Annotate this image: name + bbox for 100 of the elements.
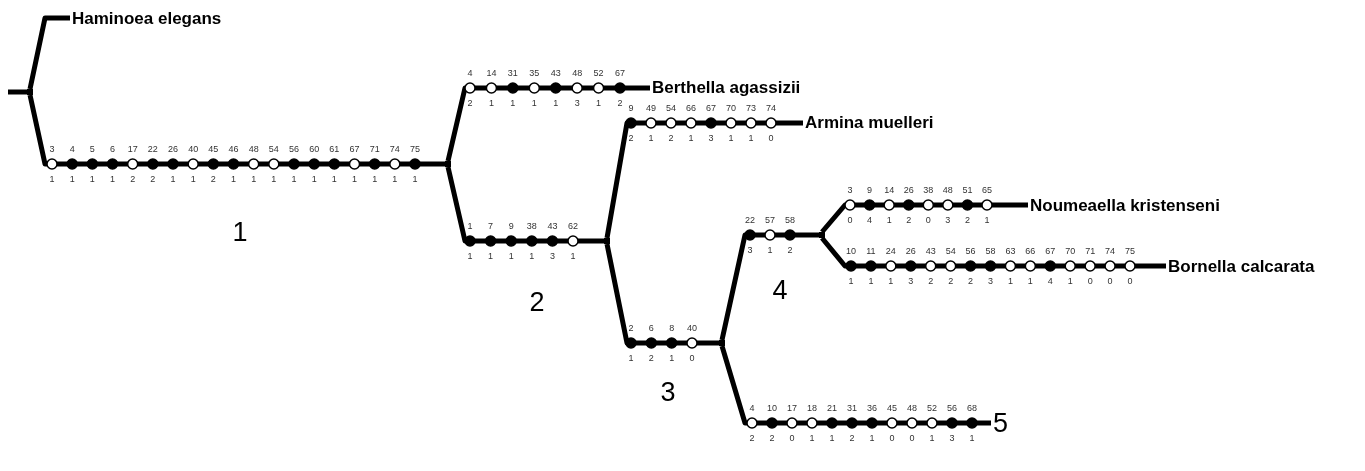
character-state: 1: [984, 215, 990, 225]
taxon-name: Armina muelleri: [805, 113, 934, 131]
character-state: 2: [668, 133, 674, 143]
character-number: 14: [486, 68, 497, 78]
character-state: 3: [747, 245, 753, 255]
character-number: 10: [767, 403, 777, 413]
clade-number: 2: [529, 288, 545, 316]
character-number: 62: [568, 221, 578, 231]
character-state: 1: [969, 433, 975, 443]
character-number: 54: [945, 246, 956, 256]
character-state: 3: [945, 215, 951, 225]
taxon-name: Haminoea elegans: [72, 9, 222, 27]
character-state: 1: [311, 174, 317, 184]
character-number: 2: [628, 323, 634, 333]
character-number: 54: [268, 144, 279, 154]
character-state: 0: [689, 353, 695, 363]
character-state: 1: [89, 174, 95, 184]
branch-junction: [819, 232, 825, 238]
character-state: 1: [531, 98, 537, 108]
clade-number: 1: [232, 218, 248, 246]
character-number: 43: [925, 246, 936, 256]
character-number: 18: [807, 403, 817, 413]
character-state: 1: [49, 174, 55, 184]
character-number: 67: [349, 144, 360, 154]
character-state: 2: [628, 133, 634, 143]
tree-branch: [719, 345, 991, 426]
taxon-name: Noumeaella kristenseni: [1030, 196, 1220, 214]
character-number: 24: [885, 246, 896, 256]
character-number: 26: [905, 246, 916, 256]
character-number: 22: [745, 215, 755, 225]
character-state: 3: [988, 276, 993, 286]
character-number: 48: [572, 68, 583, 78]
character-number: 8: [669, 323, 675, 333]
character-state: 0: [1087, 276, 1093, 286]
character-number: 52: [593, 68, 604, 78]
character-state: 1: [888, 276, 894, 286]
character-number: 68: [967, 403, 977, 413]
character-number: 43: [550, 68, 561, 78]
character-number: 26: [903, 185, 914, 195]
character-number: 56: [289, 144, 299, 154]
character-number: 70: [726, 103, 736, 113]
clade-number: 4: [772, 276, 788, 304]
character-number: 38: [526, 221, 537, 231]
character-state: 4: [1047, 276, 1053, 286]
character-state: 2: [648, 353, 654, 363]
character-state: 3: [949, 433, 955, 443]
character-state: 1: [352, 174, 357, 184]
character-number: 51: [962, 185, 973, 195]
character-state: 1: [570, 251, 576, 261]
character-number: 45: [887, 403, 897, 413]
tree-branch: [27, 94, 445, 167]
character-state: 4: [867, 215, 873, 225]
character-number: 17: [787, 403, 797, 413]
character-state: 0: [768, 133, 774, 143]
character-number: 67: [1045, 246, 1056, 256]
character-state: 1: [553, 98, 559, 108]
tree-branch: [604, 243, 719, 346]
character-state: 1: [467, 251, 473, 261]
character-state: 2: [849, 433, 855, 443]
character-number: 67: [706, 103, 716, 113]
character-state: 1: [848, 276, 854, 286]
clade-number: 3: [660, 378, 676, 406]
character-number: 1: [467, 221, 473, 231]
character-state: 1: [412, 174, 418, 184]
character-number: 11: [866, 246, 876, 256]
character-number: 49: [646, 103, 656, 113]
character-state: 1: [868, 276, 874, 286]
character-state: 0: [1107, 276, 1113, 286]
character-state: 1: [110, 174, 115, 184]
character-number: 58: [785, 215, 795, 225]
character-number: 35: [529, 68, 540, 78]
character-state: 1: [291, 174, 297, 184]
character-number: 7: [488, 221, 494, 231]
character-number: 45: [208, 144, 219, 154]
character-state: 1: [1067, 276, 1073, 286]
character-number: 5: [89, 144, 95, 154]
character-state: 1: [331, 174, 337, 184]
branch-junction: [445, 161, 451, 167]
character-number: 40: [188, 144, 199, 154]
character-number: 66: [686, 103, 696, 113]
character-state: 1: [170, 174, 176, 184]
character-number: 3: [49, 144, 55, 154]
clade-number: 5: [993, 409, 1009, 437]
character-state: 1: [231, 174, 236, 184]
character-number: 22: [147, 144, 158, 154]
character-number: 54: [666, 103, 676, 113]
character-number: 40: [687, 323, 697, 333]
character-state: 1: [1007, 276, 1013, 286]
character-state: 2: [906, 215, 912, 225]
character-number: 6: [648, 323, 654, 333]
character-number: 6: [110, 144, 115, 154]
character-number: 63: [1005, 246, 1016, 256]
tree-branch: [445, 85, 650, 162]
character-number: 75: [410, 144, 420, 154]
character-state: 1: [190, 174, 196, 184]
tree-branch: [604, 120, 803, 239]
character-state: 1: [767, 245, 773, 255]
character-state: 0: [1127, 276, 1133, 286]
character-number: 48: [907, 403, 917, 413]
character-state: 1: [669, 353, 675, 363]
